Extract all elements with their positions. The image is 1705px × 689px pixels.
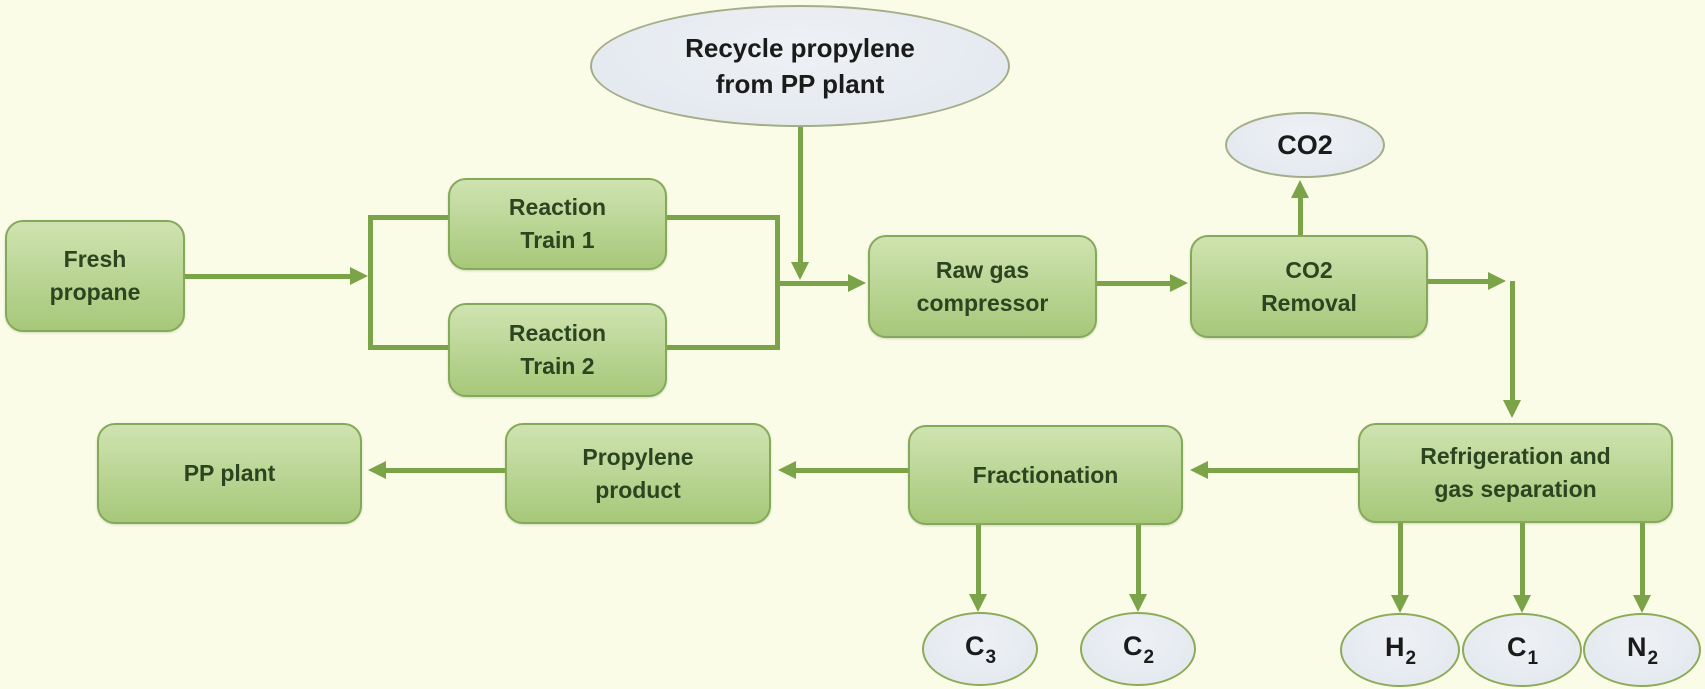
node-refrigeration-gas-separation: Refrigeration and gas separation <box>1358 423 1673 523</box>
connector-refrigeration-to-c1 <box>1520 523 1525 595</box>
connector-merge-to-compressor <box>775 281 848 286</box>
arrowhead-into-propylene-product <box>778 461 796 479</box>
arrowhead-into-n2 <box>1633 595 1651 613</box>
connector-down-to-refrigeration <box>1510 281 1515 400</box>
node-label: Reaction <box>508 194 607 220</box>
arrowhead-into-refrigeration <box>1503 400 1521 418</box>
connector-co2removal-out <box>1428 279 1488 284</box>
connector-propylene-to-ppplant <box>386 468 505 473</box>
node-label: propane <box>49 279 141 305</box>
terminal-h2: H2 <box>1340 613 1460 687</box>
connector-co2removal-up <box>1298 198 1303 235</box>
node-label: Train 1 <box>520 227 595 253</box>
arrowhead-into-co2-ellipse <box>1291 180 1309 198</box>
node-label: PP plant <box>183 460 276 486</box>
arrowhead-into-raw-gas-compressor <box>848 274 866 292</box>
arrowhead-into-c2 <box>1129 594 1147 612</box>
terminal-label: N2 <box>1626 631 1659 670</box>
node-reaction-train-2: Reaction Train 2 <box>448 303 667 397</box>
terminal-n2: N2 <box>1583 613 1701 687</box>
arrowhead-into-branch <box>350 267 368 285</box>
arrowhead-into-c3 <box>969 594 987 612</box>
terminal-label: from PP plant <box>715 69 885 99</box>
connector-train2-out <box>667 345 780 350</box>
node-label: gas separation <box>1434 476 1597 502</box>
terminal-recycle-propylene: Recycle propylene from PP plant <box>590 5 1010 127</box>
node-label: Removal <box>1261 289 1357 316</box>
node-raw-gas-compressor: Raw gas compressor <box>868 235 1097 338</box>
node-label: CO2 <box>1285 256 1333 283</box>
node-label: product <box>595 476 681 503</box>
terminal-label: C3 <box>964 630 997 669</box>
node-label: Raw gas <box>935 256 1030 283</box>
node-fractionation: Fractionation <box>908 425 1183 525</box>
terminal-label: C2 <box>1122 630 1155 669</box>
terminal-c2: C2 <box>1080 612 1196 686</box>
arrowhead-corner-right <box>1488 272 1506 290</box>
node-fresh-propane: Fresh propane <box>5 220 185 332</box>
connector-recycle-down <box>798 127 803 263</box>
terminal-label: Recycle propylene <box>685 33 915 63</box>
node-reaction-train-1: Reaction Train 1 <box>448 178 667 270</box>
connector-refrigeration-to-h2 <box>1398 523 1403 595</box>
connector-fresh-propane-out <box>185 274 352 279</box>
terminal-label: C1 <box>1506 631 1539 670</box>
node-label: Fractionation <box>972 461 1119 488</box>
connector-branch-to-train2 <box>368 345 448 350</box>
connector-train1-out <box>667 215 780 220</box>
connector-fractionation-to-c3 <box>976 525 981 595</box>
arrowhead-into-h2 <box>1391 595 1409 613</box>
arrowhead-into-fractionation <box>1190 461 1208 479</box>
arrowhead-into-c1 <box>1513 595 1531 613</box>
node-label: compressor <box>916 289 1049 316</box>
connector-refrigeration-to-n2 <box>1640 523 1645 595</box>
arrowhead-into-co2-removal <box>1170 274 1188 292</box>
terminal-label: H2 <box>1384 631 1417 670</box>
node-label: Reaction <box>508 320 607 346</box>
arrowhead-recycle-join <box>791 262 809 280</box>
terminal-c3: C3 <box>922 612 1038 686</box>
node-label: Propylene <box>582 443 694 470</box>
node-label: Train 2 <box>520 353 595 379</box>
connector-compressor-to-co2removal <box>1097 281 1170 286</box>
node-co2-removal: CO2 Removal <box>1190 235 1428 338</box>
connector-branch-to-train1 <box>368 215 448 220</box>
node-pp-plant: PP plant <box>97 423 362 524</box>
connector-fractionation-to-propylene <box>796 468 908 473</box>
node-label: Fresh <box>63 246 127 272</box>
connector-branch-vertical <box>368 215 373 350</box>
connector-refrigeration-to-fractionation <box>1208 468 1358 473</box>
terminal-c1: C1 <box>1462 613 1582 687</box>
arrowhead-into-pp-plant <box>368 461 386 479</box>
connector-fractionation-to-c2 <box>1136 525 1141 595</box>
terminal-co2: CO2 <box>1225 112 1385 178</box>
terminal-label: CO2 <box>1277 129 1333 160</box>
node-label: Refrigeration and <box>1420 443 1611 469</box>
node-propylene-product: Propylene product <box>505 423 771 524</box>
